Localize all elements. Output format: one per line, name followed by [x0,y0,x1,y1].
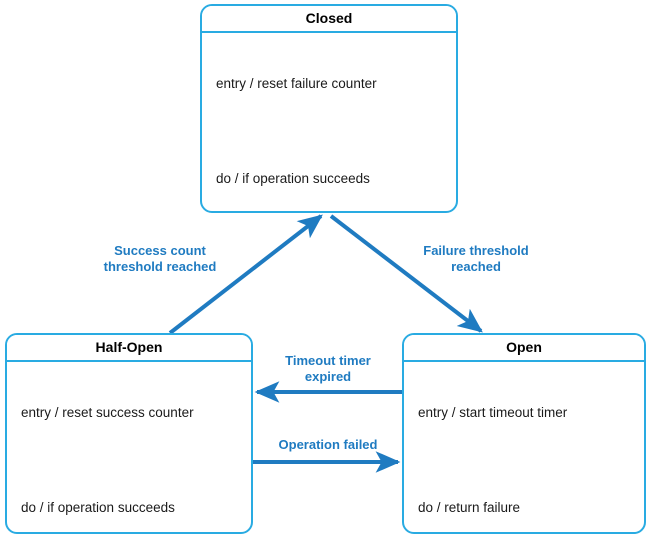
state-line-spacer [21,455,251,465]
arrow-success-count-threshold-reached [168,214,323,335]
state-line: do / return failure [418,500,521,515]
state-box-half-open[interactable]: Half-Open entry / reset success counter … [5,333,253,534]
transition-label-success-count-threshold-reached: Success count threshold reached [103,243,217,274]
state-line-spacer [216,126,456,136]
state-line: do / if operation succeeds [21,500,175,515]
transition-label-operation-failed: Operation failed [278,437,378,452]
state-line: entry / reset success counter [21,405,194,420]
state-box-closed[interactable]: Closed entry / reset failure counter do … [200,4,458,213]
transition-label-timeout-timer-expired: Timeout timer expired [285,353,371,384]
state-title-half-open: Half-Open [7,335,251,362]
transition-label-failure-threshold-reached: Failure threshold reached [423,243,529,274]
state-line: entry / start timeout timer [418,405,568,420]
state-body-closed: entry / reset failure counter do / if op… [202,33,456,211]
state-body-half-open: entry / reset success counter do / if op… [7,362,251,532]
state-box-open[interactable]: Open entry / start timeout timer do / re… [402,333,646,534]
state-line-spacer [418,455,644,465]
state-line: entry / reset failure counter [216,76,377,91]
state-title-closed: Closed [202,6,456,33]
state-line: do / if operation succeeds [216,171,370,186]
state-body-open: entry / start timeout timer do / return … [404,362,644,532]
state-title-open: Open [404,335,644,362]
arrow-failure-threshold-reached [329,214,483,333]
